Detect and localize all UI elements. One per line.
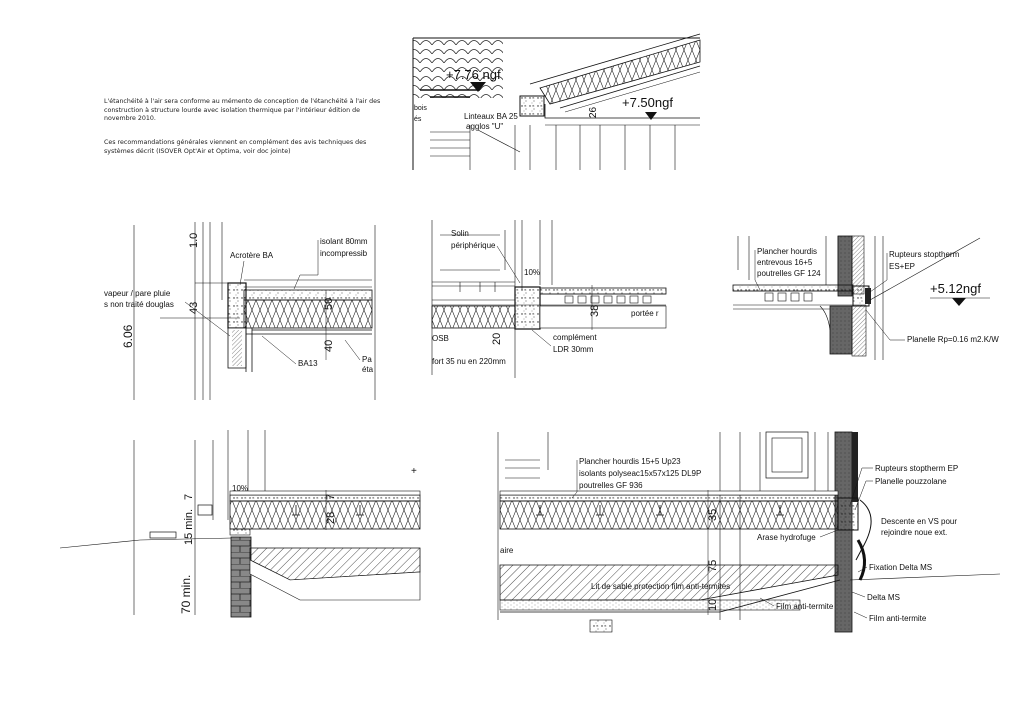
osb-label: OSB [432,334,449,343]
general-note-2: Ces recommandations générales viennent e… [104,139,384,156]
fixation-label: Fixation Delta MS [869,563,932,572]
eta-label: éta [362,365,374,374]
dim-50: 50 [323,298,335,310]
general-note: L'étanchéité à l'air sera conforme au mé… [104,98,384,124]
pa-label: Pa [362,355,372,364]
foundation-blocks [230,536,252,618]
dim-70-min: 70 min. [179,575,193,614]
level-776: +7.76 ngf [446,67,501,82]
plancher-label-3: poutrelles GF 124 [757,269,821,278]
dim-43: 43 [188,302,200,314]
film-label: Film anti-termite [869,614,927,623]
delta-label: Delta MS [867,593,900,602]
descente-label: Descente en VS pour [881,517,957,526]
acrotere-wall [227,282,247,329]
detail-roof-eave: +7.76 ngf +7.50ngf Linteaux BA 25 agglos… [412,33,701,170]
plus-mark: + [411,466,417,477]
isolant-label-2: incompressib [320,249,368,258]
note-paragraph: L'étanchéité à l'air sera conforme au mé… [104,98,381,123]
detail-planelle: Plancher hourdis entrevous 16+5 poutrell… [732,235,999,360]
level-750: +7.50ngf [622,95,673,110]
dim-28: 28 [325,512,337,524]
sand-bed-label: Lit de sable protection film anti-termit… [591,582,730,591]
dim-10: 10 [707,599,719,611]
portee-label: portée r [631,309,659,318]
detail-anti-termite: Plancher hourdis 15+5 Up23 isolants poly… [497,431,1001,633]
edge-beam [514,286,541,330]
plancher-label: Plancher hourdis 15+5 Up23 [579,457,681,466]
slope-label: 10% [232,484,248,493]
solin-label-2: périphérique [451,241,496,250]
acrotere-label: Acrotère BA [230,251,274,260]
dim-1-0: 1.0 [188,233,200,248]
plancher-label-3: poutrelles GF 936 [579,481,643,490]
slope-label: 10% [524,268,540,277]
roof-tiles [413,38,503,98]
film-label-2: Film anti-termite [776,602,834,611]
dim-38: 38 [589,305,601,317]
effort-label: fort 35 nu en 220mm [432,357,506,366]
planelle-label: Planelle pouzzolane [875,477,947,486]
detail-solin: Solin périphérique 10% OSB 20 38 complém… [431,220,667,378]
plancher-label-2: entrevous 16+5 [757,258,813,267]
frag-bois: bois [414,105,427,112]
dim-7b: 7 [325,494,337,500]
detail-acrotere: Acrotère BA isolant 80mm incompressib va… [104,222,376,400]
arase-label: Arase hydrofuge [757,533,816,542]
detail-ground-edge: 10% 7 15 min. 70 min. 28 7 + [59,430,421,618]
dim-40: 40 [323,340,335,352]
ba13-label: BA13 [298,359,318,368]
rupteurs-label: Rupteurs stoptherm [889,250,960,259]
aire-label: aire [500,546,514,555]
dim-6-06: 6.06 [121,324,135,348]
isolant-label: isolant 80mm [320,237,368,246]
level-512: +5.12ngf [930,281,981,296]
note-paragraph: Ces recommandations générales viennent e… [104,139,367,155]
plancher-label: Plancher hourdis [757,247,817,256]
dim-20: 20 [491,333,503,345]
roof-insulation [243,299,373,329]
dim-7: 7 [183,494,195,500]
rupteurs-label-2: ES+EP [889,262,915,271]
complement-label: complément [553,333,597,342]
vapeur-label-2: s non traité douglas [104,300,174,309]
agglos-label: agglos "U" [466,122,503,131]
descente-label-2: rejoindre noue ext. [881,528,947,537]
lintel-label: Linteaux BA 25 [464,112,518,121]
hourdis-insulation [499,500,839,530]
frag-es: és [414,116,422,123]
planelle-label: Planelle Rp=0.16 m2.K/W [907,335,999,344]
dim-15-min: 15 min. [183,509,195,545]
dim-75: 75 [707,560,719,572]
roof-slope [529,33,701,113]
exterior-wall [834,431,853,633]
solin-label: Solin [451,229,469,238]
ldr-label: LDR 30mm [553,345,594,354]
lintel-block [519,95,545,117]
vapeur-label: vapeur / pare pluie [104,289,171,298]
rupteurs-label: Rupteurs stoptherm EP [875,464,958,473]
dim-35: 35 [707,509,719,521]
dim-26: 26 [588,106,599,118]
ground-insulation [229,500,421,530]
plancher-label-2: isolants polyseac15x57x125 DL9P [579,469,701,478]
